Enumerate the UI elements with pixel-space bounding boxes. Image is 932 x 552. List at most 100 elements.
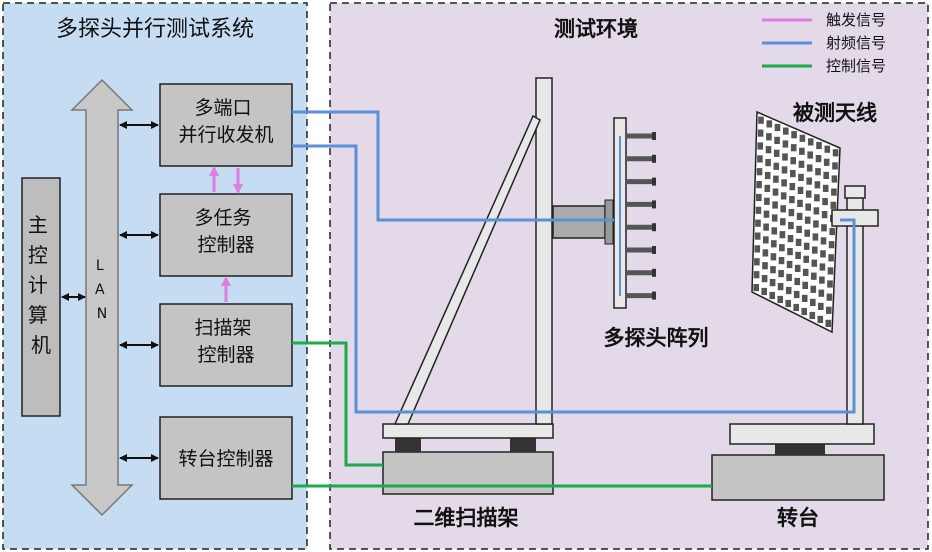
aut-patch [790,144,797,152]
aut-patch [772,201,778,209]
probe-tip [652,223,656,232]
aut-patch [815,168,821,176]
aut-patch [832,149,839,157]
aut-patch [773,162,780,170]
aut-patch [786,273,792,282]
aut-patch [831,188,837,196]
probe-tip [652,291,656,300]
aut-patch [785,299,791,308]
aut-patch [772,188,779,196]
aut-patch [820,237,827,245]
aut-patch [814,181,821,189]
aut-patch [769,279,776,287]
aut-patch [819,276,825,284]
aut-patch [755,219,761,227]
aut-patch [813,207,820,215]
aut-patch [827,280,833,288]
aut-patch [793,303,799,312]
aut-patch [779,244,785,252]
aut-patch [769,291,775,300]
aut-patch [756,193,762,202]
aut-patch [777,295,783,304]
control-line-scanner [292,341,383,467]
aut-patch [795,238,802,246]
aut-patch [757,142,763,150]
right-panel-title: 测试环境 [554,17,638,41]
aut-patch [787,235,794,243]
scanner-controller-label: 扫描架 控制器 [194,317,257,366]
aut-patch [824,145,831,153]
aut-patch [753,271,760,279]
aut-patch [764,171,771,180]
aut-patch [814,194,820,202]
probe-tip [652,246,656,254]
aut-patch [802,268,809,276]
aut-patch [797,199,803,207]
aut-patch [789,196,795,204]
aut-patch [810,285,817,293]
aut-patch [797,186,804,194]
turntable-controller-label: 转台控制器 [178,448,273,470]
aut-patch [832,162,838,170]
aut-patch [826,306,832,314]
aut-patch [766,120,773,128]
probe-tip [652,268,656,277]
aut-patch [753,284,759,292]
aut-patch [828,241,835,249]
aut-patch [809,311,816,320]
aut-patch [763,223,769,231]
rf-line-probe [292,110,614,222]
legend-trigger-label: 触发信号 [826,11,886,29]
aut-patch [795,251,801,259]
legend-control-label: 控制信号 [826,57,886,75]
aut-patch [813,220,819,228]
probe-tip [652,154,656,163]
probe-tip [652,132,656,140]
main-computer-label: 主 控 计 算 机 [28,213,54,357]
aut-patch [791,131,797,139]
aut-patch [770,253,777,261]
aut-patch [804,229,810,237]
lan-bus [70,78,134,517]
aut-patch [765,146,772,154]
aut-patch [821,211,828,219]
aut-patch [789,183,796,191]
turntable-controller-box [159,416,293,500]
transceiver-box [159,83,293,167]
aut-patch [787,248,793,256]
lan-label: L A N [95,258,109,322]
aut-patch [812,233,819,241]
aut-patch [821,224,827,232]
probe-tip [652,177,656,186]
aut-patch [830,201,837,209]
aut-patch [765,159,771,167]
aut-patch [764,197,770,205]
probe-array-label: 多探头阵列 [604,326,709,350]
main-computer-box [21,177,61,417]
aut-patch [781,179,787,187]
aut-patch [782,153,788,161]
aut-patch [806,177,812,185]
aut-patch [810,298,816,306]
aut-panel [751,110,841,334]
task-controller-box [159,193,293,277]
aut-patch [799,134,806,142]
aut-patch [780,218,786,226]
scanner-controller-box [159,303,293,387]
aut-patch [781,166,788,174]
aut-patch [829,227,835,236]
aut-patch [774,123,781,132]
aut-patch [785,286,792,295]
aut-patch [762,249,769,257]
aut-patch [811,272,817,280]
aut-patch [764,184,771,192]
turntable-label: 转台 [777,506,819,530]
aut-patch [805,203,811,211]
aut-patch [811,259,818,267]
aut-patch [822,184,829,192]
aut-patch [754,232,761,240]
aut-patch [756,181,762,189]
aut-patch [801,307,807,316]
aut-patch [803,242,810,250]
aut-patch [798,160,805,168]
